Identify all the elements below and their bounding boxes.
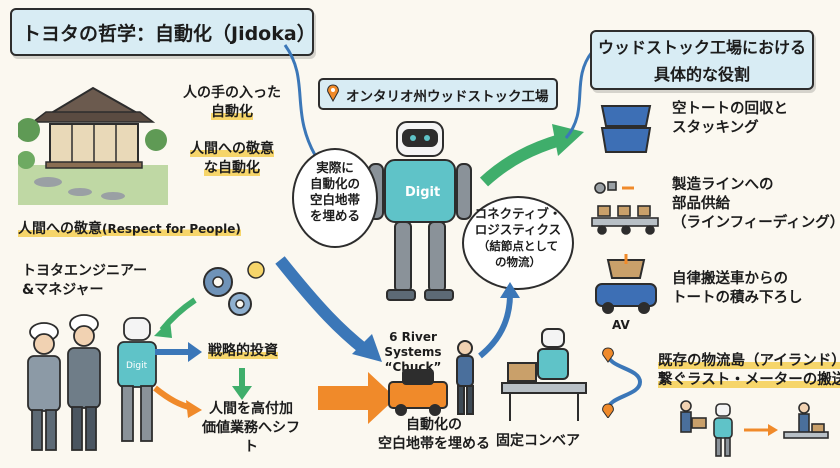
line-feeding-icon [591,181,659,235]
role-1: 空トートの回収と スタッキング [672,101,788,136]
engineers-label: トヨタエンジニアー &マネジャー [22,263,148,298]
roles-banner: ウッドストック工場における 具体的な役割 [590,30,814,90]
cloud-fill-gap: 実際に 自動化の 空白地帯 を埋める [292,148,378,248]
stacked-totes-icon [600,105,652,153]
connector-line [283,44,317,156]
philosophy-line-1: 人の手の入った 自動化 [183,85,281,120]
roles-connector [564,51,594,139]
page-title: トヨタの哲学：自動化（Jidoka） [22,23,316,45]
respect-for-people: 人間への敬意(Respect for People) [18,221,241,237]
role-3: 自律搬送車からの トートの積み下ろし [672,271,803,306]
digit-label: Digit [405,185,440,200]
role-4: 既存の物流島（アイランド）を 繋ぐラスト・メーターの搬送 [658,352,840,390]
av-label: AV [612,318,630,332]
engineers-digit-label: Digit [126,361,148,371]
philosophy-line-2: 人間への敬意 な自動化 [190,141,274,176]
orange-arrow [318,372,396,424]
gears-icon [203,261,265,316]
strategic-investment: 戦略的投資 [208,343,278,359]
chuck-robot-illustration [388,340,474,416]
blue-arrow [275,256,382,362]
shift-to-high-value: 人間を高付加 価値業務へシフト [202,401,300,455]
autonomous-vehicle-icon [595,254,657,314]
japanese-house-illustration [18,86,168,205]
route-path-icon [602,347,643,418]
title-banner: トヨタの哲学：自動化（Jidoka） [10,8,316,56]
left-arrows [153,297,252,418]
map-pin-icon [327,84,339,102]
last-meter-illustration [680,400,829,457]
location-banner: オンタリオ州ウッドストック工場 [318,78,558,110]
green-arrow [479,124,584,187]
blue-arrow-up [478,282,520,359]
fill-gap-bottom-label: 自動化の 空白地帯を埋める [378,417,490,452]
cloud-connective-logistics: コネクティブ・ ロジスティクス （結節点として の物流） [462,196,574,290]
fixed-conveyor-label: 固定コンベア [496,433,580,449]
engineers-illustration: Digit [27,314,157,451]
conveyor-illustration [501,328,587,421]
location-label: オンタリオ州ウッドストック工場 [346,89,549,105]
role-2: 製造ラインへの 部品供給 （ラインフィーディング） [672,177,840,231]
